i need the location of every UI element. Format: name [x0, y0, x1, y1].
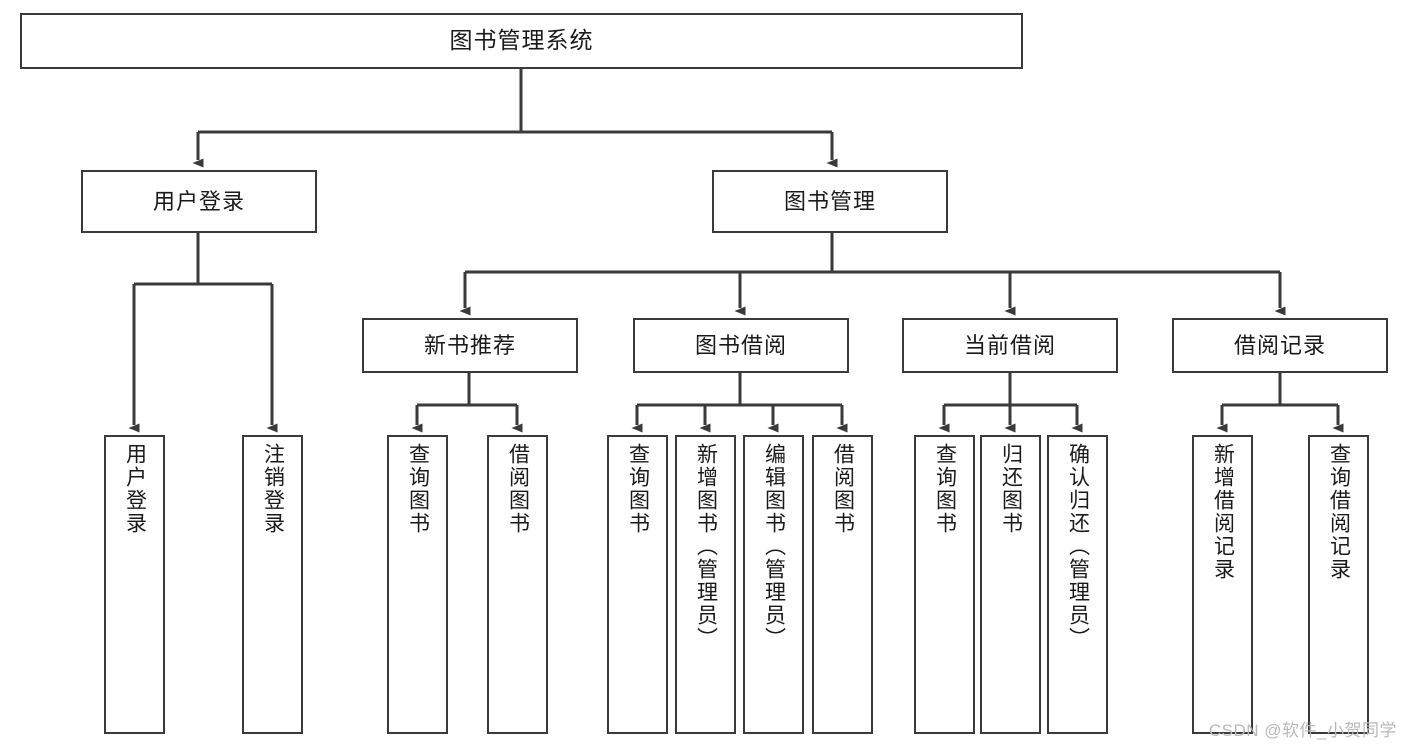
node-label: 图书借阅 — [694, 332, 787, 358]
node-root-system[interactable]: 图书管理系统 — [20, 13, 1023, 69]
node-leaf-user-login[interactable]: 用户登录 — [104, 435, 165, 734]
node-label: 借阅图书 — [506, 443, 530, 535]
node-book-management[interactable]: 图书管理 — [712, 170, 948, 233]
node-leaf-borrow-book-2[interactable]: 借阅图书 — [812, 435, 873, 734]
node-label: 编辑图书（管理员） — [762, 443, 786, 650]
node-label: 新书推荐 — [423, 332, 516, 358]
node-new-book-recommend[interactable]: 新书推荐 — [362, 318, 578, 373]
watermark: CSDN @软件_小贺同学 — [1208, 721, 1397, 740]
node-leaf-edit-book-admin[interactable]: 编辑图书（管理员） — [743, 435, 804, 734]
node-label: 借阅图书 — [831, 443, 855, 535]
node-leaf-query-book-3[interactable]: 查询图书 — [914, 435, 975, 734]
node-label: 图书管理系统 — [449, 27, 594, 54]
node-label: 确认归还（管理员） — [1066, 443, 1090, 650]
node-label: 图书管理 — [783, 188, 876, 214]
node-leaf-query-book-1[interactable]: 查询图书 — [387, 435, 448, 734]
node-current-borrow[interactable]: 当前借阅 — [902, 318, 1118, 373]
node-borrow-record[interactable]: 借阅记录 — [1172, 318, 1388, 373]
node-label: 新增借阅记录 — [1211, 443, 1235, 581]
node-label: 用户登录 — [123, 443, 147, 535]
node-label: 注销登录 — [261, 443, 285, 535]
node-label: 借阅记录 — [1233, 332, 1326, 358]
node-leaf-query-book-2[interactable]: 查询图书 — [607, 435, 668, 734]
node-book-borrow[interactable]: 图书借阅 — [633, 318, 849, 373]
node-leaf-add-borrow-record[interactable]: 新增借阅记录 — [1192, 435, 1253, 734]
node-label: 当前借阅 — [963, 332, 1056, 358]
node-leaf-borrow-book-1[interactable]: 借阅图书 — [487, 435, 548, 734]
node-label: 查询图书 — [406, 443, 430, 535]
node-leaf-confirm-return-admin[interactable]: 确认归还（管理员） — [1047, 435, 1108, 734]
node-label: 归还图书 — [999, 443, 1023, 535]
node-label: 查询借阅记录 — [1327, 443, 1351, 581]
node-label: 新增图书（管理员） — [694, 443, 718, 650]
node-leaf-query-borrow-record[interactable]: 查询借阅记录 — [1308, 435, 1369, 734]
node-label: 查询图书 — [933, 443, 957, 535]
node-label: 查询图书 — [626, 443, 650, 535]
node-leaf-return-book[interactable]: 归还图书 — [980, 435, 1041, 734]
node-leaf-logout-login[interactable]: 注销登录 — [242, 435, 303, 734]
node-leaf-add-book-admin[interactable]: 新增图书（管理员） — [675, 435, 736, 734]
node-user-login[interactable]: 用户登录 — [81, 170, 317, 233]
node-label: 用户登录 — [152, 188, 245, 214]
